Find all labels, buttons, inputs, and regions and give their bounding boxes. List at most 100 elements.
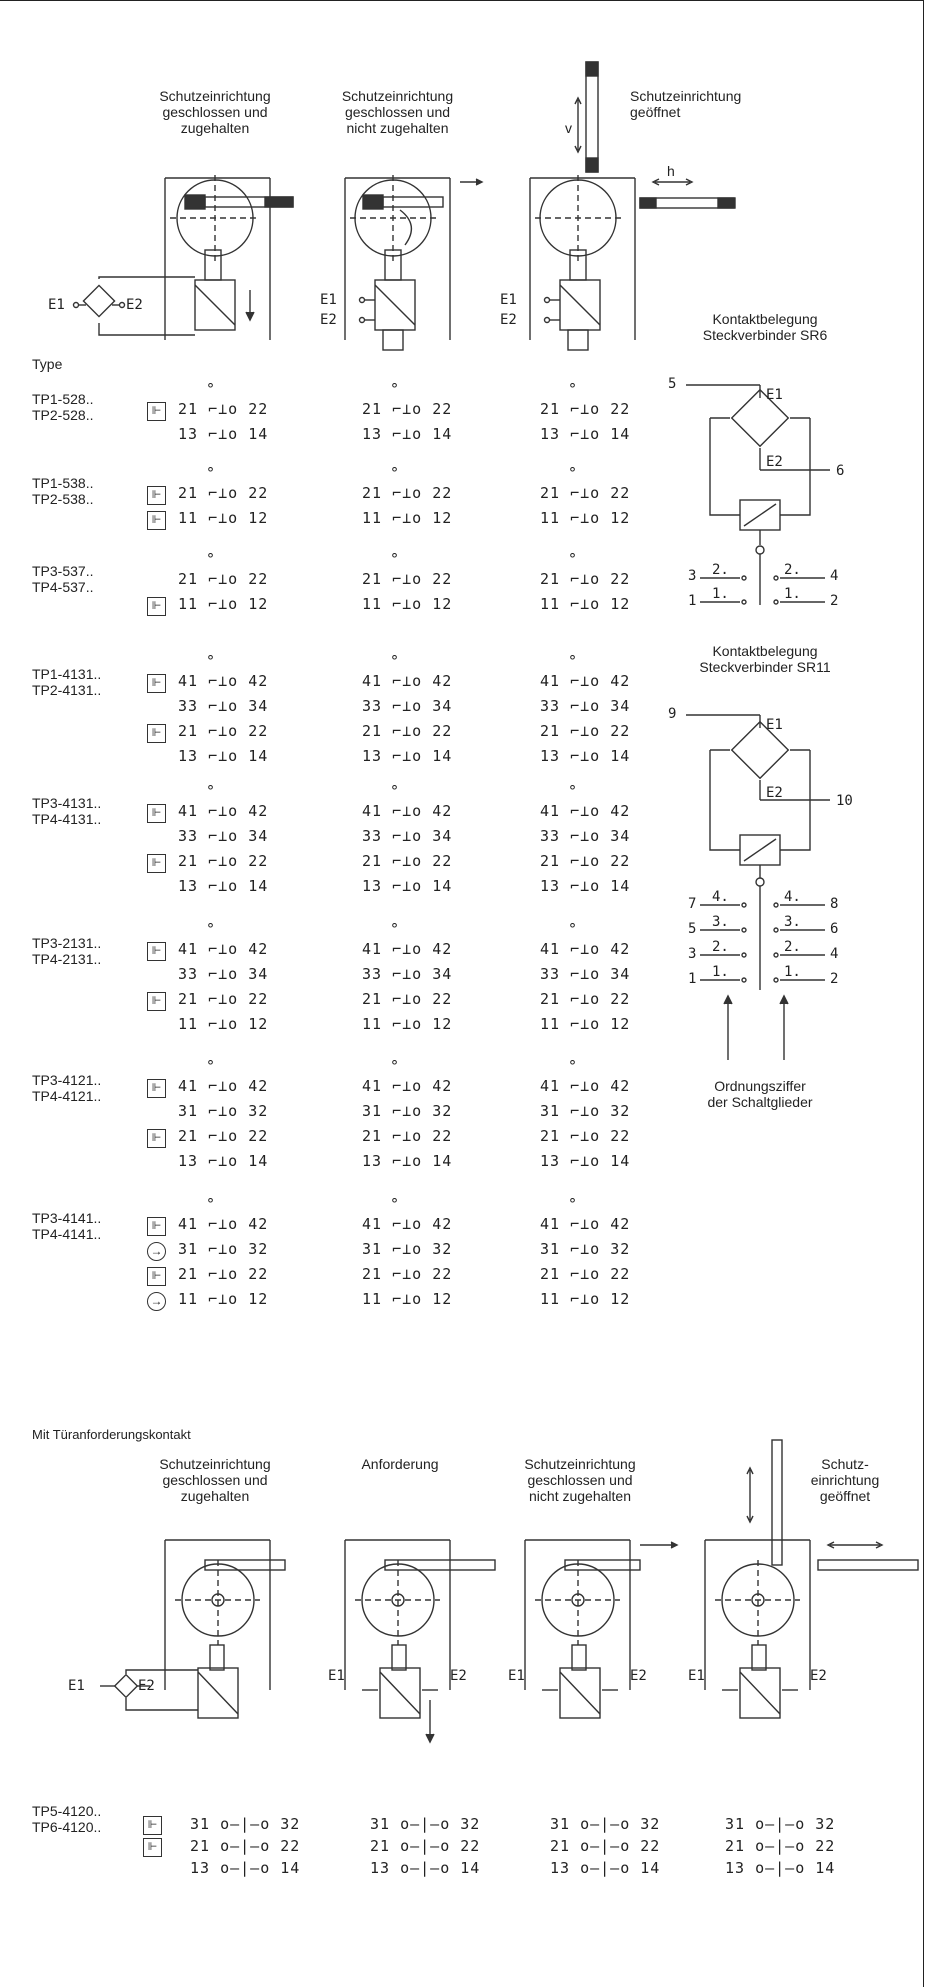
contact-pair: 41 ⌐⊥o 42 <box>362 1077 453 1095</box>
contact-pair: 11 ⌐⊥o 12 <box>540 1015 631 1033</box>
contact-pair: 21 ⌐⊥o 22 <box>540 400 631 418</box>
sr6-pin-3: 3 <box>688 568 697 584</box>
contact-pair: 41 ⌐⊥o 42 <box>540 802 631 820</box>
sr11-pin-5: 5 <box>688 921 697 937</box>
actuator-symbol: ° <box>390 782 401 800</box>
sr11-caption: Ordnungsziffer der Schaltglieder <box>707 1078 813 1110</box>
bottom-contact-pair: 13 o—|—o 14 <box>550 1859 661 1877</box>
actuator-symbol: ° <box>206 1057 217 1075</box>
bottom-contact-pair: 13 o—|—o 14 <box>370 1859 481 1877</box>
sr11-pin-10: 10 <box>836 793 853 809</box>
contact-pair: 21 ⌐⊥o 22 <box>540 852 631 870</box>
contact-pair: 21 ⌐⊥o 22 <box>178 990 269 1008</box>
arrow-circle-icon: → <box>147 1292 166 1311</box>
sr6-label-1b: 1. <box>784 586 801 602</box>
contact-pair: 11 ⌐⊥o 12 <box>178 509 269 527</box>
contact-pair: 21 ⌐⊥o 22 <box>362 400 453 418</box>
contact-pair: 11 ⌐⊥o 12 <box>178 1290 269 1308</box>
type-row-1: TP1-528.. TP2-528.. <box>32 391 94 423</box>
lock-contact-icon: ⊩ <box>147 1079 166 1098</box>
lock-contact-icon: ⊩ <box>147 674 166 693</box>
section-title-door-request: Mit Türanforderungskontakt <box>32 1427 191 1442</box>
bottom-contact-pair: 21 o—|—o 22 <box>725 1837 836 1855</box>
actuator-symbol: ° <box>390 464 401 482</box>
bottom-contact-pair: 31 o—|—o 32 <box>550 1815 661 1833</box>
contact-pair: 13 ⌐⊥o 14 <box>540 747 631 765</box>
sr11-e2: E2 <box>766 785 783 801</box>
lock-contact-icon: ⊩ <box>147 511 166 530</box>
header-open: Schutzeinrichtung geöffnet <box>630 88 742 120</box>
actuator-symbol: ° <box>390 550 401 568</box>
bottom-e1-1: E1 <box>68 1678 85 1694</box>
contact-pair: 11 ⌐⊥o 12 <box>540 509 631 527</box>
actuator-symbol: ° <box>568 920 579 938</box>
actuator-symbol: ° <box>206 464 217 482</box>
contact-pair: 21 ⌐⊥o 22 <box>362 570 453 588</box>
contact-pair: 21 ⌐⊥o 22 <box>540 570 631 588</box>
contact-pair: 11 ⌐⊥o 12 <box>178 595 269 613</box>
contact-pair: 33 ⌐⊥o 34 <box>362 827 453 845</box>
sr6-pin-6: 6 <box>836 463 845 479</box>
bottom-type: TP5-4120.. TP6-4120.. <box>32 1803 102 1835</box>
e2-label-3: E2 <box>500 312 517 328</box>
sr6-label-2a: 2. <box>712 562 729 578</box>
sr11-pin-1: 1 <box>688 971 697 987</box>
bottom-drawing-2 <box>344 1539 496 1744</box>
contact-pair: 33 ⌐⊥o 34 <box>540 697 631 715</box>
contact-pair: 13 ⌐⊥o 14 <box>540 1152 631 1170</box>
sr11-pin-6: 6 <box>830 921 839 937</box>
bottom-e1-2: E1 <box>328 1668 345 1684</box>
contact-pair: 41 ⌐⊥o 42 <box>178 672 269 690</box>
contact-pair: 21 ⌐⊥o 22 <box>540 722 631 740</box>
type-row-8: TP3-4141.. TP4-4141.. <box>32 1210 102 1242</box>
actuator-symbol: ° <box>206 782 217 800</box>
bottom-e2-4: E2 <box>810 1668 827 1684</box>
contact-pair: 21 ⌐⊥o 22 <box>362 484 453 502</box>
bottom-e1-3: E1 <box>508 1668 525 1684</box>
actuator-symbol: ° <box>206 550 217 568</box>
actuator-symbol: ° <box>568 1057 579 1075</box>
contact-pair: 33 ⌐⊥o 34 <box>178 965 269 983</box>
sr6-e1: E1 <box>766 387 783 403</box>
actuator-symbol: ° <box>568 652 579 670</box>
actuator-symbol: ° <box>390 380 401 398</box>
actuator-symbol: ° <box>568 464 579 482</box>
contact-pair: 41 ⌐⊥o 42 <box>178 940 269 958</box>
sr11-label-1a: 1. <box>712 964 729 980</box>
e1-label-3: E1 <box>500 292 517 308</box>
contact-pair: 41 ⌐⊥o 42 <box>362 940 453 958</box>
contact-pair: 11 ⌐⊥o 12 <box>362 1290 453 1308</box>
contact-pair: 33 ⌐⊥o 34 <box>362 965 453 983</box>
contact-pair: 21 ⌐⊥o 22 <box>540 484 631 502</box>
sr11-pin-8: 8 <box>830 896 839 912</box>
actuator-symbol: ° <box>390 1057 401 1075</box>
lock-contact-icon: ⊩ <box>147 1217 166 1236</box>
contact-pair: 41 ⌐⊥o 42 <box>540 1215 631 1233</box>
contact-pair: 31 ⌐⊥o 32 <box>540 1240 631 1258</box>
sr11-pin-9: 9 <box>668 706 677 722</box>
contact-pair: 31 ⌐⊥o 32 <box>178 1240 269 1258</box>
sr6-e2: E2 <box>766 454 783 470</box>
lock-contact-icon: ⊩ <box>147 854 166 873</box>
actuator-symbol: ° <box>206 652 217 670</box>
actuator-symbol: ° <box>390 1195 401 1213</box>
contact-pair: 41 ⌐⊥o 42 <box>362 1215 453 1233</box>
contact-pair: 13 ⌐⊥o 14 <box>178 1152 269 1170</box>
contact-pair: 33 ⌐⊥o 34 <box>178 827 269 845</box>
sr11-e1: E1 <box>766 717 783 733</box>
actuator-symbol: ° <box>568 550 579 568</box>
bottom-contact-pair: 21 o—|—o 22 <box>370 1837 481 1855</box>
contact-pair: 11 ⌐⊥o 12 <box>540 595 631 613</box>
bottom-contact-pair: 21 o—|—o 22 <box>190 1837 301 1855</box>
sr11-pin-4: 4 <box>830 946 839 962</box>
bottom-contact-pair: 13 o—|—o 14 <box>725 1859 836 1877</box>
h-label: h <box>667 163 675 179</box>
v-label: v <box>565 120 572 136</box>
sr11-pin-3: 3 <box>688 946 697 962</box>
bottom-drawing-4 <box>704 1439 919 1719</box>
type-heading: Type <box>32 356 63 372</box>
contact-pair: 33 ⌐⊥o 34 <box>362 697 453 715</box>
contact-pair: 13 ⌐⊥o 14 <box>540 877 631 895</box>
bottom-contact-pair: 31 o—|—o 32 <box>370 1815 481 1833</box>
